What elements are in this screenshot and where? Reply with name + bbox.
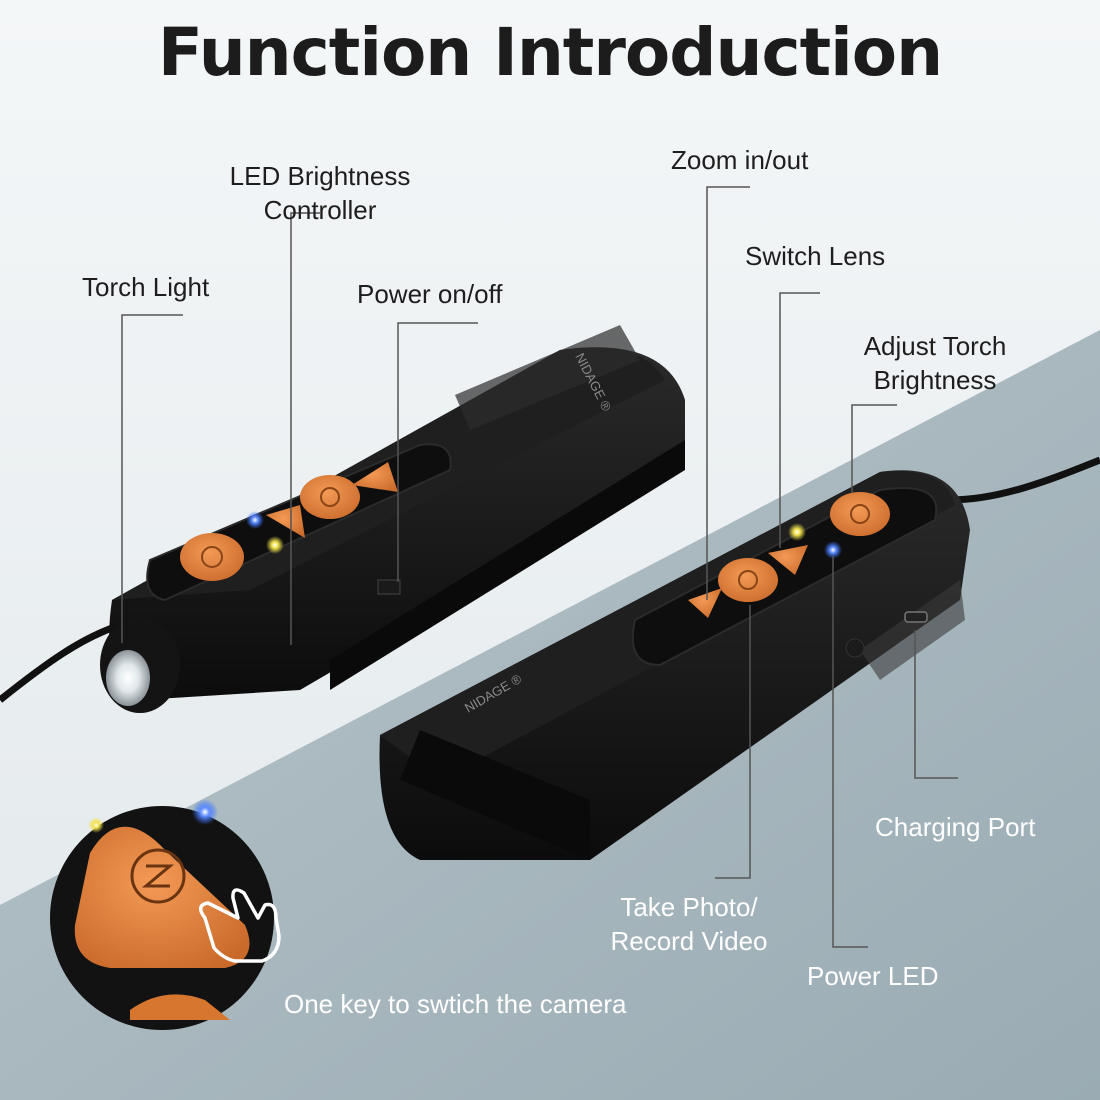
device-right: NIDAGE ® <box>379 470 970 860</box>
hand-pointer-icon <box>198 888 281 963</box>
label-power-led: Power LED <box>807 961 939 991</box>
led-blue-left <box>246 511 264 529</box>
led-yellow-left <box>266 536 284 554</box>
label-charging-port: Charging Port <box>875 812 1036 842</box>
label-led-brightness-line1: LED Brightness <box>229 161 411 191</box>
label-switch-lens: Switch Lens <box>745 241 886 271</box>
torch-lens <box>106 650 150 706</box>
inset-led-blue <box>192 799 218 825</box>
torch-brightness-button[interactable] <box>830 492 890 536</box>
record-button[interactable] <box>718 558 778 602</box>
label-adjust-torch: Adjust Torch Brightness <box>852 329 1018 397</box>
label-take-photo-line1: Take Photo/ <box>620 892 758 922</box>
label-take-photo-line2: Record Video <box>610 926 768 956</box>
led-yellow-right <box>788 523 806 541</box>
label-torch-light: Torch Light <box>82 272 210 302</box>
switch-lens-button[interactable] <box>768 545 808 575</box>
zoom-button[interactable] <box>352 462 398 492</box>
label-adjust-torch-line2: Brightness <box>873 365 997 395</box>
shutter-button[interactable] <box>300 475 360 519</box>
inset-bottom-button <box>130 994 230 1020</box>
label-zoom: Zoom in/out <box>671 145 809 175</box>
camera-switch-icon <box>130 848 186 904</box>
inset-led-yellow <box>88 817 104 833</box>
label-one-key: One key to swtich the camera <box>284 989 627 1019</box>
inset-switch-button[interactable] <box>74 826 250 968</box>
page-title: Function Introduction <box>157 14 943 91</box>
camera-switch-button[interactable] <box>266 505 305 538</box>
led-brightness-button[interactable] <box>180 533 244 581</box>
label-power-onoff: Power on/off <box>357 279 503 309</box>
label-take-photo: Take Photo/ Record Video <box>598 890 780 958</box>
cable-right <box>949 456 1100 504</box>
device-left: NIDAGE ® <box>100 325 685 713</box>
power-led <box>824 541 842 559</box>
power-switch[interactable] <box>377 579 401 595</box>
leader-lines <box>121 186 958 948</box>
inset-closeup <box>50 799 281 1030</box>
cable-left <box>0 624 114 703</box>
label-led-brightness: LED Brightness Controller <box>222 159 418 227</box>
label-adjust-torch-line1: Adjust Torch <box>863 331 1007 361</box>
label-led-brightness-line2: Controller <box>263 195 377 225</box>
charging-port <box>904 611 928 623</box>
zoom-button-right[interactable] <box>688 588 722 618</box>
